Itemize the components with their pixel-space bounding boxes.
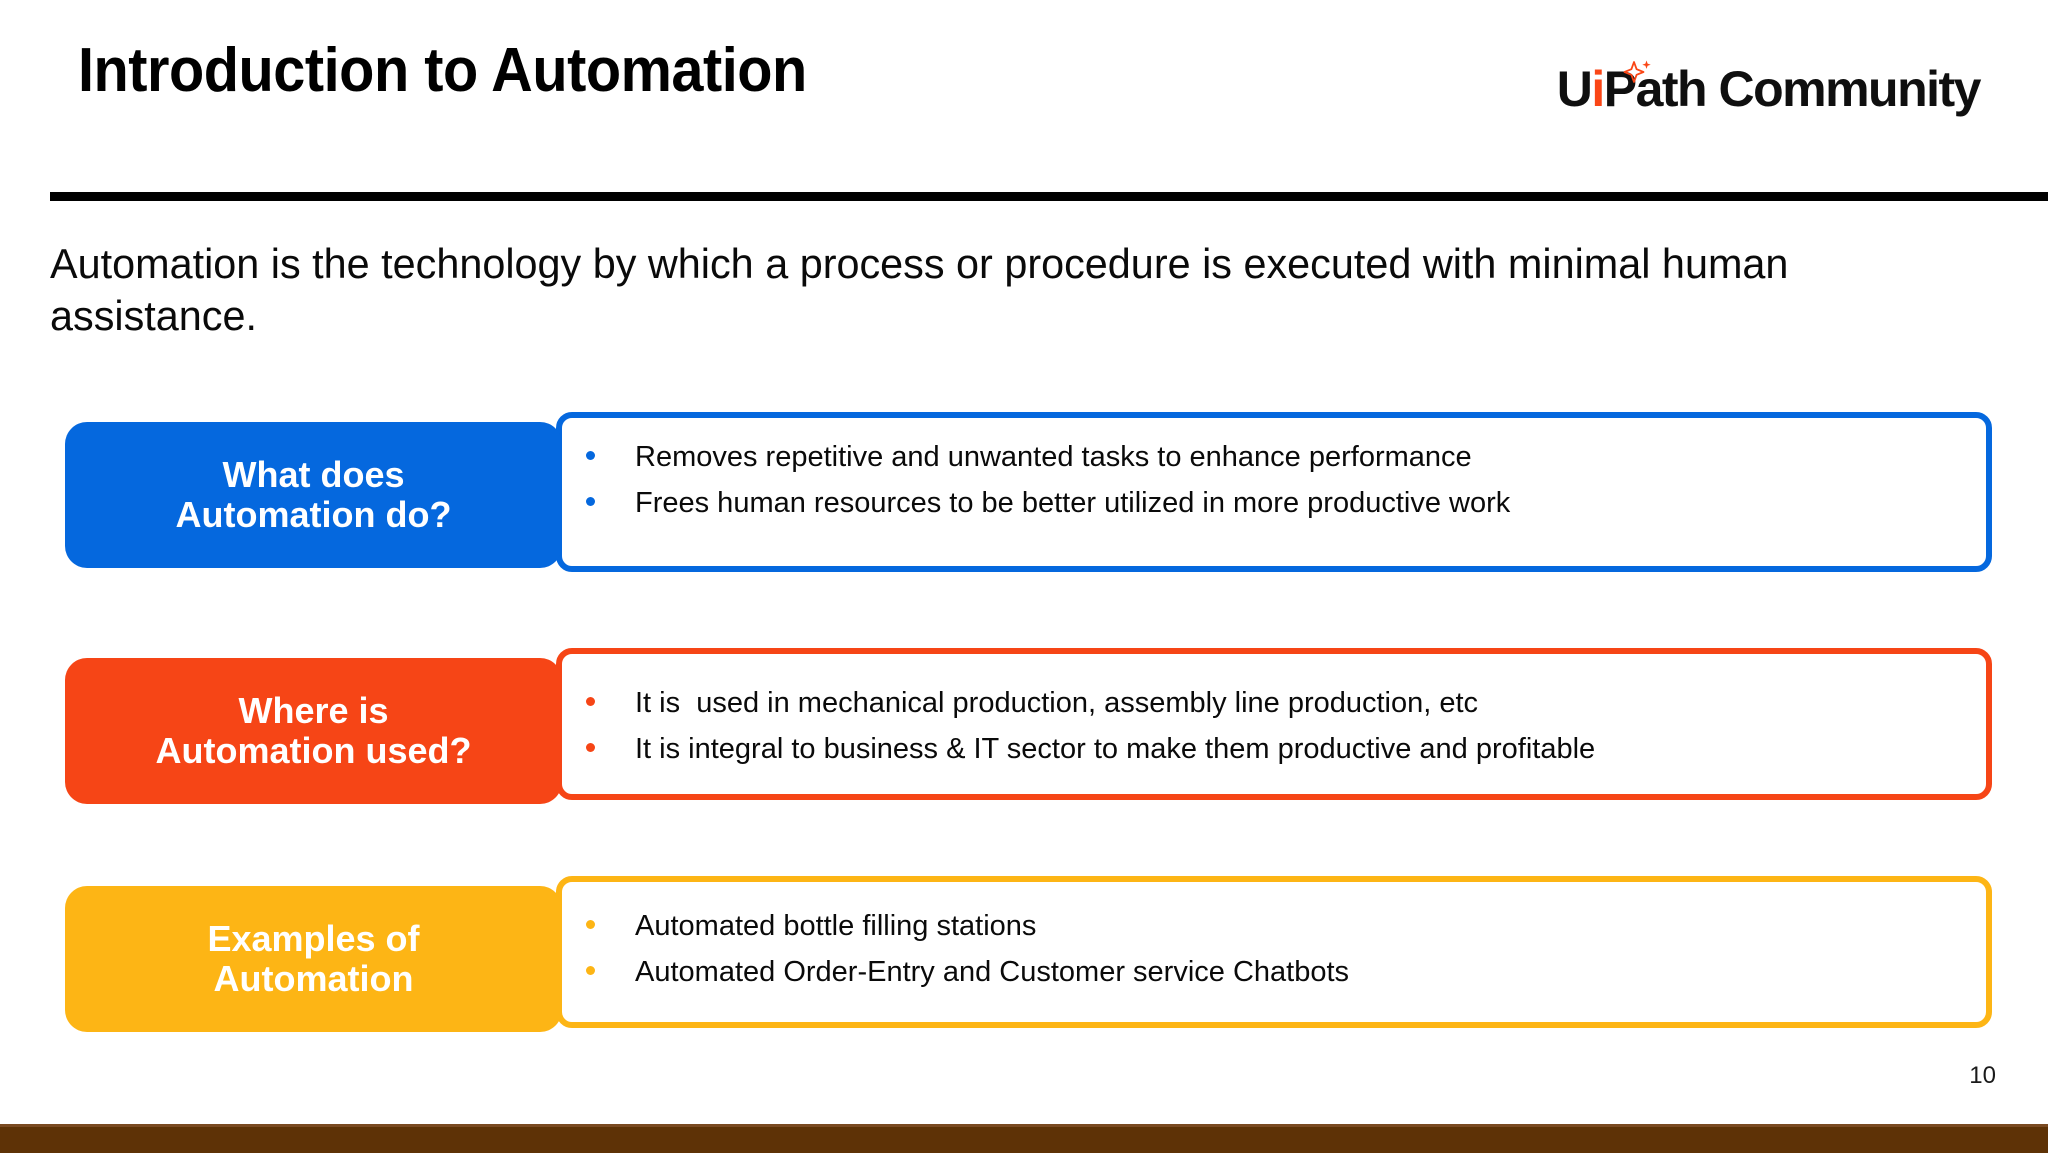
uipath-community-logo: UiPath Community	[1556, 50, 1982, 117]
row-label-where-is-automation-used[interactable]: Where is Automation used?	[65, 658, 562, 804]
content-row-where-is-automation-used: Where is Automation used? It is used in …	[0, 648, 2048, 808]
list-item: Automated Order-Entry and Customer servi…	[586, 955, 1349, 990]
bullet-text: Automated bottle filling stations	[635, 910, 1037, 942]
intro-paragraph: Automation is the technology by which a …	[50, 240, 1789, 340]
logo-wordmark: UiPath Community	[1556, 60, 1982, 117]
bullet-text: Automated Order-Entry and Customer servi…	[635, 955, 1350, 988]
bullet-list: Automated bottle filling stations Automa…	[586, 909, 1349, 1001]
row-label-line-1: Where is	[238, 689, 389, 731]
bullet-dot-icon	[586, 965, 595, 975]
row-label-what-does-automation-do[interactable]: What does Automation do?	[65, 422, 562, 568]
bullet-list: Removes repetitive and unwanted tasks to…	[586, 440, 1510, 532]
list-item: It is used in mechanical production, ass…	[586, 686, 1595, 721]
row-outline-box	[556, 876, 1992, 1028]
logo-letter-u: U	[1556, 61, 1593, 117]
bullet-dot-icon	[586, 920, 595, 929]
bullet-text: It is integral to business & IT sector t…	[635, 732, 1596, 765]
list-item: Frees human resources to be better utili…	[586, 486, 1510, 521]
row-label-line-2: Automation used?	[155, 730, 472, 771]
row-label-line-2: Automation do?	[175, 494, 452, 535]
bullet-list: It is used in mechanical production, ass…	[586, 686, 1595, 778]
row-outline-box	[556, 412, 1992, 572]
row-label-line-1: Examples of	[207, 917, 420, 959]
row-label-line-2: Automation	[213, 958, 414, 999]
content-row-examples-of-automation: Examples of Automation Automated bottle …	[0, 876, 2048, 1036]
bullet-text: Frees human resources to be better utili…	[635, 486, 1511, 519]
row-outline-box	[556, 648, 1992, 800]
list-item: Removes repetitive and unwanted tasks to…	[586, 440, 1510, 475]
content-row-what-does-automation-do: What does Automation do? Removes repetit…	[0, 412, 2048, 572]
list-item: It is integral to business & IT sector t…	[586, 732, 1595, 767]
row-label-line-1: What does	[222, 453, 405, 495]
title-divider-rule	[50, 192, 2048, 201]
list-item: Automated bottle filling stations	[586, 909, 1349, 944]
bullet-text: Removes repetitive and unwanted tasks to…	[635, 441, 1472, 473]
row-label-examples-of-automation[interactable]: Examples of Automation	[65, 886, 562, 1032]
page-number: 10	[1969, 1062, 1996, 1089]
bullet-dot-icon	[586, 451, 595, 460]
bullet-dot-icon	[586, 742, 595, 752]
bullet-dot-icon	[586, 496, 595, 506]
footer-bar	[0, 1124, 2048, 1153]
bullet-dot-icon	[586, 697, 595, 706]
logo-letter-i: i	[1591, 61, 1605, 117]
bullet-text: It is used in mechanical production, ass…	[635, 687, 1479, 719]
logo-text-rest: Path Community	[1603, 61, 1982, 117]
page-title: Introduction to Automation	[78, 36, 807, 105]
